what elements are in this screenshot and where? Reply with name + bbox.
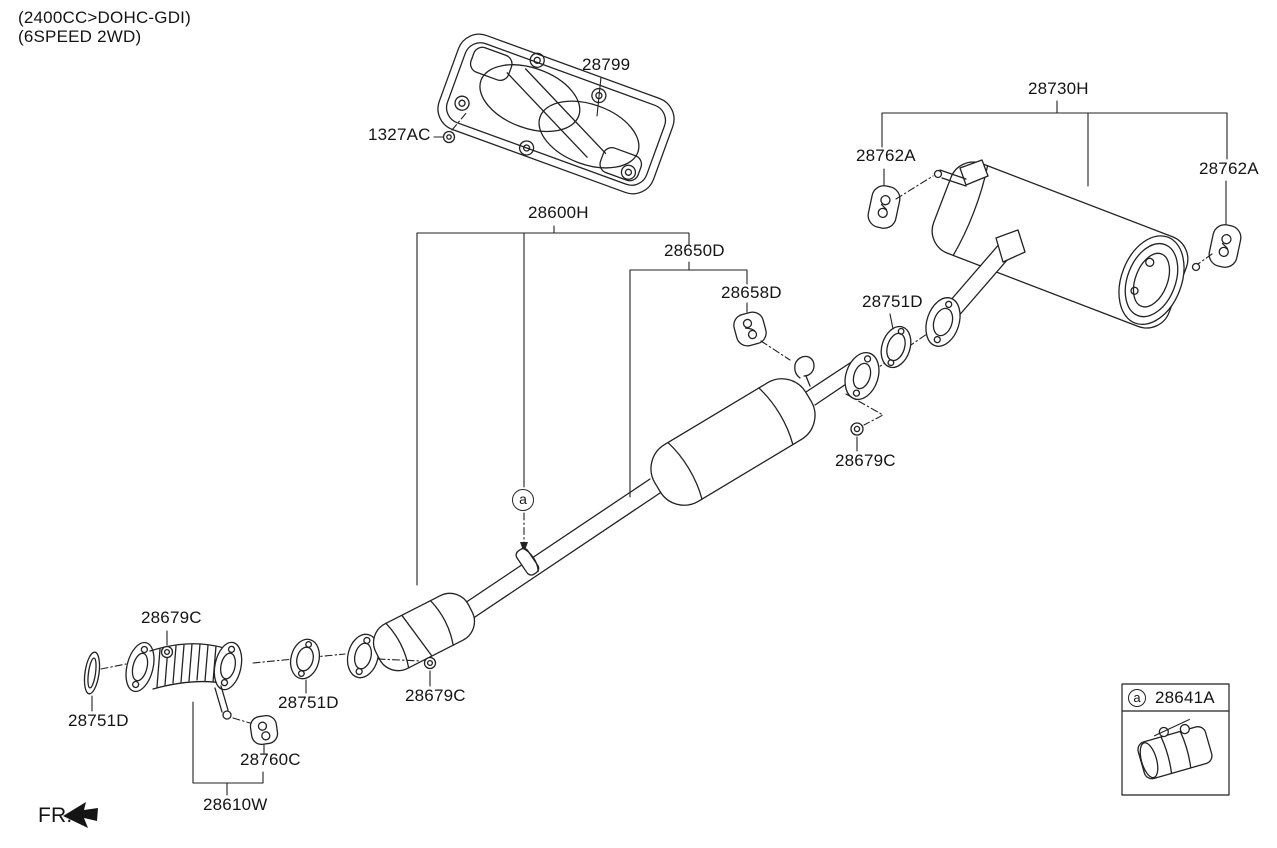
fr-arrow xyxy=(63,802,98,828)
gasket-front-outlet-art xyxy=(289,638,321,680)
muffler-pin-art xyxy=(933,159,989,187)
part-label-rubber-hanger-center: 28658D xyxy=(721,283,782,302)
bracket-28650d xyxy=(629,261,748,498)
nut-center-art xyxy=(423,656,437,670)
part-label-center-exhaust: 28600H xyxy=(528,203,589,222)
front-pipe-flange-art xyxy=(125,641,155,693)
part-label-nut-center: 28679C xyxy=(405,686,466,705)
support-rod-art xyxy=(214,685,232,720)
part-label-nut-rear: 28679C xyxy=(835,451,896,470)
leader-28799 xyxy=(596,76,602,117)
bracket-28600h xyxy=(416,225,690,586)
heat-protector-art xyxy=(437,33,675,195)
transmission-spec-label: (6SPEED 2WD) xyxy=(18,27,142,46)
rubber-hanger-center-art xyxy=(733,311,767,347)
gasket-front-inlet-art xyxy=(83,651,101,695)
resonator-art xyxy=(650,378,816,506)
hanger-hook-art xyxy=(794,355,815,387)
part-label-front-pipe: 28610W xyxy=(203,795,268,814)
gasket-rear-art xyxy=(880,325,912,369)
bolt-art xyxy=(433,111,468,144)
part-label-rear-hanger-right: 28762A xyxy=(1199,159,1259,178)
part-label-gasket-front-inlet: 28751D xyxy=(68,711,129,730)
engine-spec-label: (2400CC>DOHC-GDI) xyxy=(18,8,191,27)
catalyst-flange-art xyxy=(346,633,380,679)
nut-rear-art xyxy=(850,422,864,436)
muffler-flange-art xyxy=(925,297,961,347)
clamp-art xyxy=(1137,718,1213,780)
bracket-28730h xyxy=(881,100,1228,225)
part-label-rear-hanger-left: 28762A xyxy=(856,146,916,165)
nut-front-art xyxy=(160,645,174,659)
rear-muffler-art xyxy=(931,161,1189,329)
part-label-bolt: 1327AC xyxy=(368,125,431,144)
part-label-gasket-rear: 28751D xyxy=(862,292,923,311)
rubber-hanger-front-art xyxy=(249,714,279,746)
part-label-heat-protector: 28799 xyxy=(582,55,631,74)
part-label-hanger-bracket: 28650D xyxy=(664,241,725,260)
legend-marker-a: a xyxy=(1128,689,1146,707)
part-label-gasket-front-outlet: 28751D xyxy=(278,693,339,712)
part-label-rubber-hanger-front: 28760C xyxy=(240,750,301,769)
catalyst-body-art xyxy=(372,592,476,672)
center-pipe-art xyxy=(452,478,661,626)
bracket-28610w xyxy=(192,701,264,796)
section-marker-a: a xyxy=(512,489,534,511)
part-label-rear-muffler: 28730H xyxy=(1028,79,1089,98)
rear-hanger-right-art xyxy=(1208,224,1242,268)
part-label-nut-front: 28679C xyxy=(141,608,202,627)
fr-direction-label: FR. xyxy=(38,804,73,827)
front-pipe-outlet-flange-art xyxy=(213,641,243,691)
rear-flange-art xyxy=(844,351,880,401)
legend-part-label-clamp: 28641A xyxy=(1155,688,1215,707)
rear-hanger-left-art xyxy=(867,185,901,229)
